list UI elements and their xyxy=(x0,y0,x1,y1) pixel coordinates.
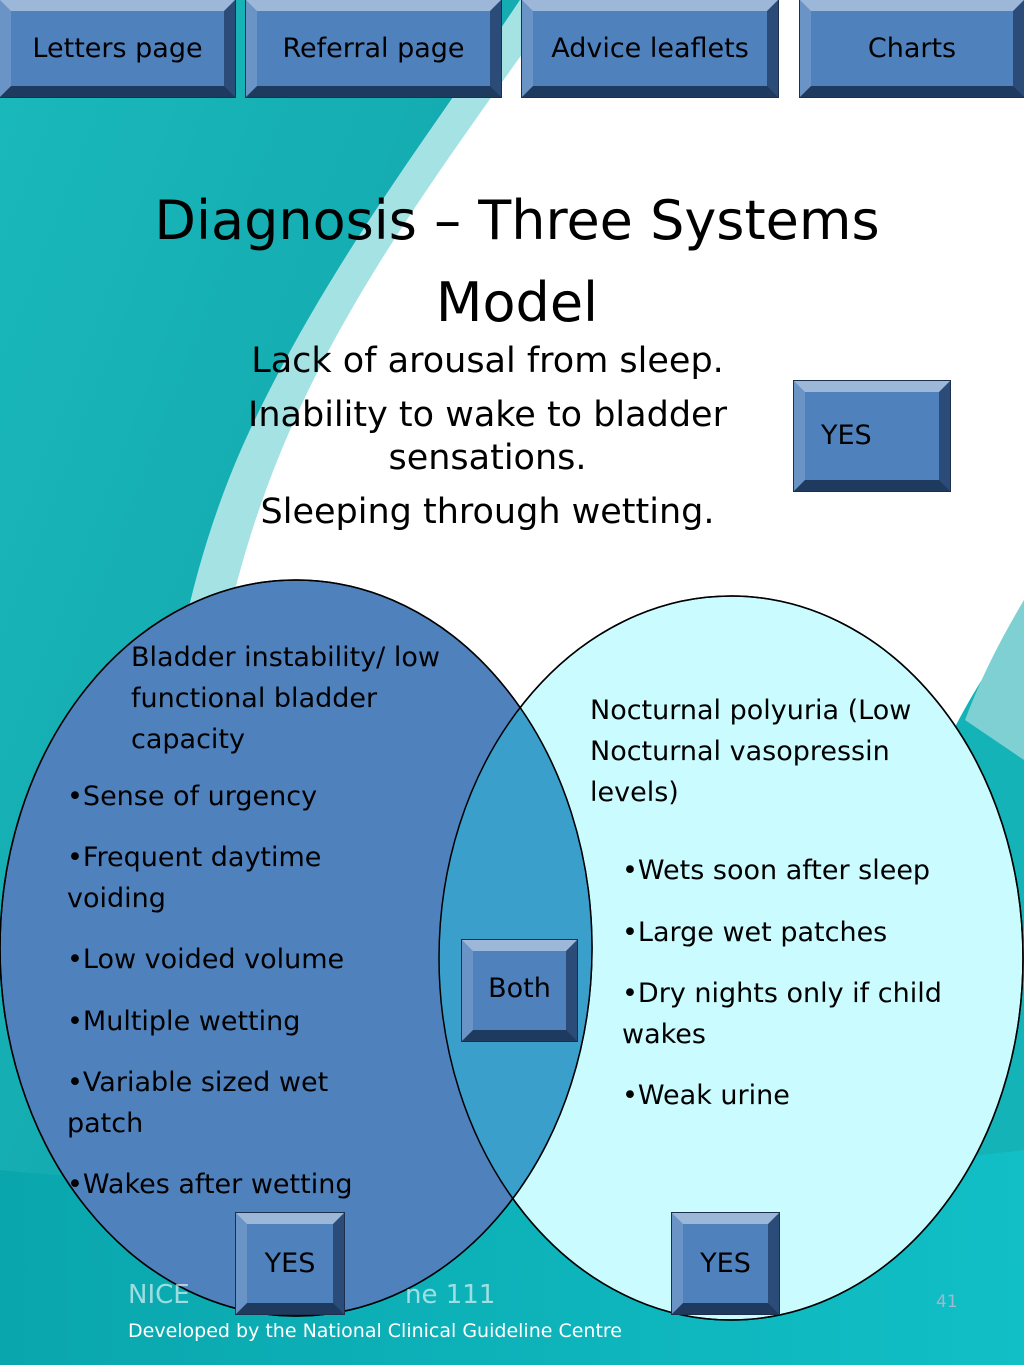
arousal-line-3: Sleeping through wetting. xyxy=(260,492,715,532)
bladder-item-5: •Variable sized wet patch xyxy=(67,1067,329,1139)
charts-label: Charts xyxy=(867,33,957,64)
letters-page-button[interactable]: Letters page xyxy=(0,0,236,98)
arousal-yes-label: YES xyxy=(821,420,872,451)
background-swirl xyxy=(158,0,560,1365)
footer-guideline-number: ne 111 xyxy=(405,1280,496,1310)
slide-title: Diagnosis – Three Systems Model xyxy=(154,189,880,334)
bladder-heading: Bladder instability/ low functional blad… xyxy=(131,642,440,755)
referral-page-button[interactable]: Referral page xyxy=(245,0,502,98)
bladder-yes-button[interactable]: YES xyxy=(235,1212,345,1315)
both-label: Both xyxy=(488,973,551,1004)
bladder-item-4: •Multiple wetting xyxy=(67,1006,301,1037)
charts-button[interactable]: Charts xyxy=(799,0,1024,98)
polyuria-item-1: •Wets soon after sleep xyxy=(622,855,931,886)
polyuria-yes-label: YES xyxy=(700,1248,751,1279)
arousal-description: Lack of arousal from sleep. Inability to… xyxy=(215,340,760,545)
arousal-yes-button[interactable]: YES xyxy=(793,380,951,492)
bladder-item-3: •Low voided volume xyxy=(67,944,345,975)
polyuria-item-2: •Large wet patches xyxy=(622,917,888,948)
arousal-line-1: Lack of arousal from sleep. xyxy=(251,341,724,381)
bladder-item-1: •Sense of urgency xyxy=(67,781,318,812)
page-number: 41 xyxy=(936,1292,958,1312)
bladder-yes-label: YES xyxy=(264,1248,316,1279)
polyuria-item-3: •Dry nights only if child wakes xyxy=(622,978,942,1050)
both-button[interactable]: Both xyxy=(461,939,578,1042)
background-teal-right-light xyxy=(965,600,1024,760)
bladder-item-6: •Wakes after wetting xyxy=(67,1169,353,1200)
polyuria-item-4: •Weak urine xyxy=(622,1080,790,1111)
advice-leaflets-button[interactable]: Advice leaflets xyxy=(521,0,779,98)
referral-page-label: Referral page xyxy=(282,33,465,64)
footer-developer: Developed by the National Clinical Guide… xyxy=(128,1320,622,1342)
advice-leaflets-label: Advice leaflets xyxy=(551,33,749,64)
arousal-line-2: Inability to wake to bladder sensations. xyxy=(248,395,727,478)
polyuria-heading: Nocturnal polyuria (Low Nocturnal vasopr… xyxy=(590,695,912,808)
polyuria-yes-button[interactable]: YES xyxy=(671,1212,780,1315)
letters-page-label: Letters page xyxy=(32,33,203,64)
bladder-item-2: •Frequent daytime voiding xyxy=(67,842,322,914)
footer-nice: NICE xyxy=(128,1280,190,1310)
